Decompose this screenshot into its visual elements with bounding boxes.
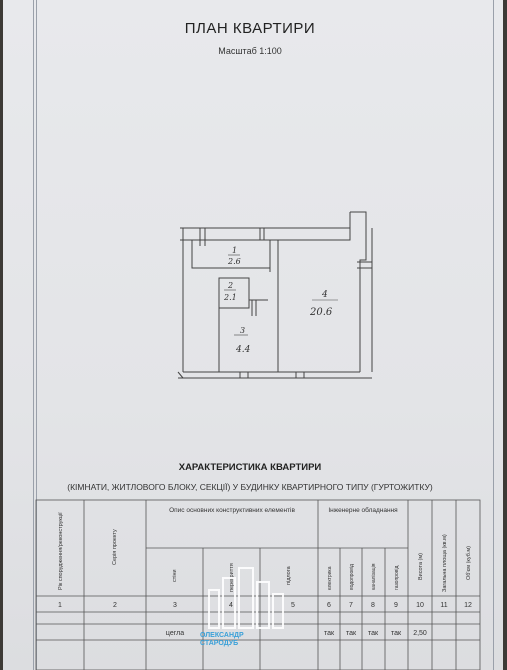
col-number: 3 bbox=[173, 602, 177, 609]
room-number: 4 bbox=[321, 290, 328, 300]
cell-sewer: так bbox=[368, 630, 379, 637]
header-height: Висота (м) bbox=[418, 553, 424, 580]
header-walls: стіни bbox=[172, 569, 178, 582]
col-number: 7 bbox=[349, 602, 353, 609]
document-sheet bbox=[3, 0, 503, 670]
room-number: 3 bbox=[240, 326, 245, 335]
characteristics-subtitle: (КІМНАТИ, ЖИТЛОВОГО БЛОКУ, СЕКЦІЇ) У БУД… bbox=[67, 482, 433, 492]
col-number: 6 bbox=[327, 602, 331, 609]
scale-label: Масштаб 1:100 bbox=[218, 46, 282, 56]
room-number: 1 bbox=[232, 246, 237, 255]
col-number: 9 bbox=[394, 602, 398, 609]
watermark-logo-icon bbox=[208, 567, 284, 629]
window-mark bbox=[357, 261, 372, 269]
window-mark bbox=[259, 228, 265, 240]
window-mark bbox=[199, 228, 206, 246]
cell-walls: цегла bbox=[166, 630, 184, 637]
header-total-area: Загальна площа (кв.м) bbox=[442, 534, 448, 592]
col-number: 11 bbox=[440, 602, 447, 609]
header-volume: Об'єм (куб.м) bbox=[466, 546, 472, 580]
col-number: 4 bbox=[229, 602, 233, 609]
room-area: 2.1 bbox=[223, 293, 237, 302]
window-mark bbox=[239, 372, 305, 378]
col-number: 5 bbox=[291, 602, 295, 609]
col-number: 2 bbox=[113, 602, 117, 609]
col-number: 1 bbox=[58, 602, 62, 609]
cell-gas: так bbox=[391, 630, 402, 637]
header-floor: підлога bbox=[286, 565, 292, 585]
floor-plan: 1 2.6 2 2.1 3 4.4 4 20.6 bbox=[177, 211, 373, 379]
margin-line bbox=[33, 0, 34, 670]
margin-line bbox=[36, 0, 37, 670]
header-gas: газопровід bbox=[394, 566, 400, 590]
wall bbox=[180, 227, 351, 241]
room-number: 2 bbox=[227, 281, 233, 290]
header-electricity: електрика bbox=[327, 566, 333, 590]
room-area: 2.6 bbox=[227, 257, 241, 266]
wall bbox=[191, 240, 270, 269]
cell-height: 2,50 bbox=[413, 630, 427, 637]
header-series: Серія проекту bbox=[112, 529, 118, 565]
watermark-text: ОЛЕКСАНДР СТАРОДУБ bbox=[200, 632, 244, 647]
margin-line bbox=[493, 0, 494, 670]
room-area: 20.6 bbox=[309, 307, 333, 318]
col-number: 12 bbox=[464, 602, 472, 609]
header-structural: Опис основних конструктивних елементів bbox=[169, 506, 295, 514]
cell-electricity: так bbox=[324, 630, 335, 637]
header-water: водопровід bbox=[349, 564, 355, 590]
wall bbox=[177, 371, 184, 379]
header-year: Рік спорудження/реконструкції bbox=[58, 512, 64, 590]
door-mark bbox=[251, 300, 257, 316]
page-title: ПЛАН КВАРТИРИ bbox=[184, 20, 316, 37]
col-number: 10 bbox=[416, 602, 424, 609]
cell-water: так bbox=[346, 630, 357, 637]
wall bbox=[350, 211, 367, 372]
col-number: 8 bbox=[371, 602, 375, 609]
wall bbox=[218, 277, 250, 309]
room-area: 4.4 bbox=[235, 345, 251, 355]
characteristics-title: ХАРАКТЕРИСТИКА КВАРТИРИ bbox=[178, 462, 322, 473]
header-sewer: каналізація bbox=[371, 563, 377, 590]
header-engineering: Інженерне обладнання bbox=[328, 506, 398, 514]
